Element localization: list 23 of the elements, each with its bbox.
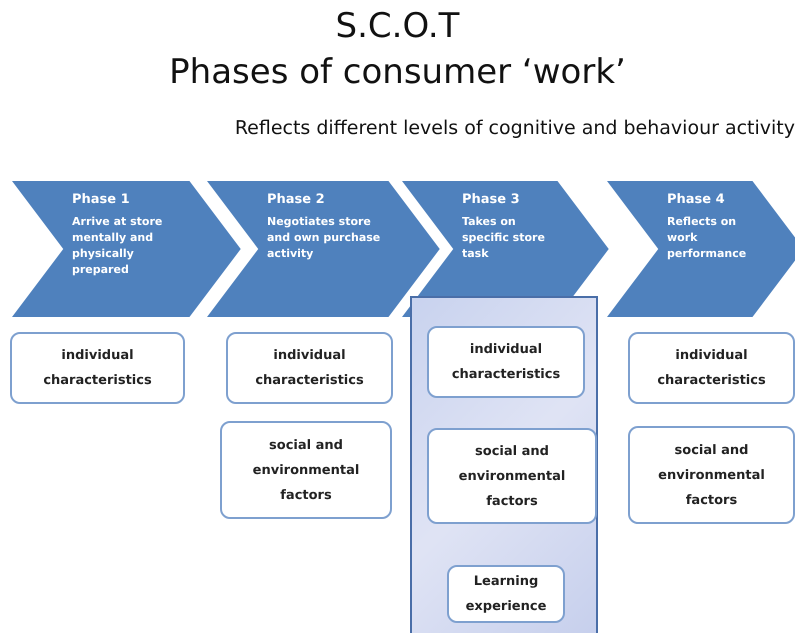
factor-box: social and environmental factors bbox=[220, 421, 392, 519]
heading-text: Phases of consumer ‘work’ bbox=[168, 52, 627, 92]
subtitle-text: Reflects different levels of cognitive and behaviour activity bbox=[234, 117, 795, 139]
phase-heading: Phase 2 bbox=[267, 192, 326, 207]
factor-box: individual characteristics bbox=[226, 332, 393, 404]
factor-box: individual characteristics bbox=[628, 332, 795, 404]
phase-description: Arrive at store mentally and physically prepared bbox=[72, 214, 164, 278]
factor-box: social and environmental factors bbox=[628, 426, 795, 524]
phase-description: Negotiates store and own purchase activity bbox=[267, 214, 382, 262]
factor-box: Learning experience bbox=[447, 565, 565, 623]
phase-description: Reflects on work performance bbox=[667, 214, 748, 262]
phase-banner bbox=[10, 180, 242, 318]
phase-banner bbox=[605, 180, 795, 318]
panel-background bbox=[410, 296, 598, 633]
phase-heading: Phase 3 bbox=[462, 192, 521, 207]
phase-banner bbox=[205, 180, 441, 318]
phase-heading: Phase 4 bbox=[667, 192, 726, 207]
factor-box: individual characteristics bbox=[427, 326, 585, 398]
factor-box: social and environmental factors bbox=[427, 428, 597, 524]
factor-box: individual characteristics bbox=[10, 332, 185, 404]
title-text: S.C.O.T bbox=[334, 6, 460, 46]
phase-description: Takes on specific store task bbox=[462, 214, 546, 262]
phase-heading: Phase 1 bbox=[72, 192, 131, 207]
